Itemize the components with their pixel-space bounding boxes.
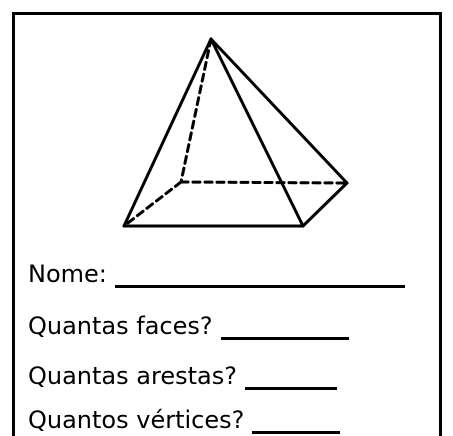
edges-answer-line[interactable] — [244, 387, 337, 390]
faces-question: Quantas faces? — [28, 312, 213, 340]
edges-question: Quantas arestas? — [28, 362, 237, 390]
name-row: Nome: — [28, 252, 405, 288]
edge-apex-front-left — [122, 37, 213, 228]
faces-answer-line[interactable] — [220, 337, 349, 340]
vertices-row: Quantos vértices? — [28, 398, 341, 434]
worksheet-card — [12, 12, 442, 436]
name-answer-line[interactable] — [114, 285, 405, 288]
edge-apex-right — [209, 37, 349, 185]
vertices-answer-line[interactable] — [252, 431, 341, 434]
pyramid-figure — [122, 37, 349, 228]
edge-apex-front-right — [209, 37, 305, 228]
edge-base-right — [301, 181, 349, 228]
vertices-question: Quantos vértices? — [28, 406, 245, 434]
hidden-edge-apex-back — [179, 37, 213, 184]
hidden-edge-back-right — [179, 180, 349, 185]
hidden-edge-back-front — [122, 180, 183, 228]
name-label: Nome: — [28, 260, 107, 288]
edges-row: Quantas arestas? — [28, 354, 337, 390]
faces-row: Quantas faces? — [28, 304, 349, 340]
